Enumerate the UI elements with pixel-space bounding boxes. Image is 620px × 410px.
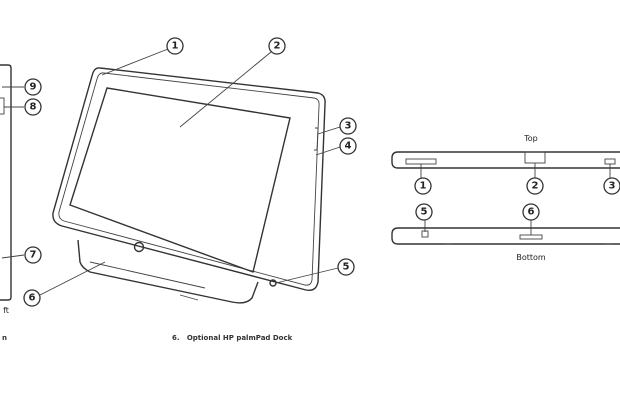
hp-logo-icon [133, 241, 145, 253]
svg-text:7: 7 [30, 250, 37, 261]
edge-views: Top 1 2 3 5 6 Bottom [391, 134, 620, 262]
bottom-label: Bottom [516, 253, 546, 262]
svg-text:1: 1 [420, 181, 427, 192]
callout-3: 3 [339, 117, 357, 135]
top-callout-1: 1 [414, 177, 432, 195]
svg-text:6: 6 [528, 207, 535, 218]
callout-2: 2 [268, 37, 286, 55]
callout-4: 4 [339, 137, 357, 155]
svg-text:5: 5 [421, 207, 428, 218]
left-side-view: 9 8 7 ft n [0, 64, 42, 342]
callout-8: 8 [24, 98, 42, 116]
svg-text:2: 2 [274, 41, 281, 52]
svg-text:3: 3 [609, 181, 616, 192]
svg-text:1: 1 [172, 41, 179, 52]
svg-text:4: 4 [345, 141, 352, 152]
callout-1: 1 [166, 37, 184, 55]
top-label: Top [523, 134, 538, 143]
svg-text:3: 3 [345, 121, 352, 132]
callout-7: 7 [24, 246, 42, 264]
svg-text:6: 6 [29, 293, 36, 304]
tablet-front-view: 1 2 3 4 5 6 6. Optional HP palmPad Dock [23, 37, 357, 342]
left-label-fragment: ft [3, 306, 9, 315]
top-callout-3: 3 [603, 177, 620, 195]
callout-9: 9 [24, 78, 42, 96]
dock-caption: 6. Optional HP palmPad Dock [172, 334, 293, 342]
left-caption-fragment: n [2, 334, 7, 342]
svg-text:8: 8 [30, 102, 37, 113]
top-callout-2: 2 [526, 177, 544, 195]
callout-5: 5 [337, 258, 355, 276]
svg-text:9: 9 [30, 82, 37, 93]
svg-text:5: 5 [343, 262, 350, 273]
bottom-callout-6: 6 [522, 203, 540, 221]
bottom-callout-5: 5 [415, 203, 433, 221]
callout-6: 6 [23, 289, 41, 307]
svg-text:2: 2 [532, 181, 539, 192]
